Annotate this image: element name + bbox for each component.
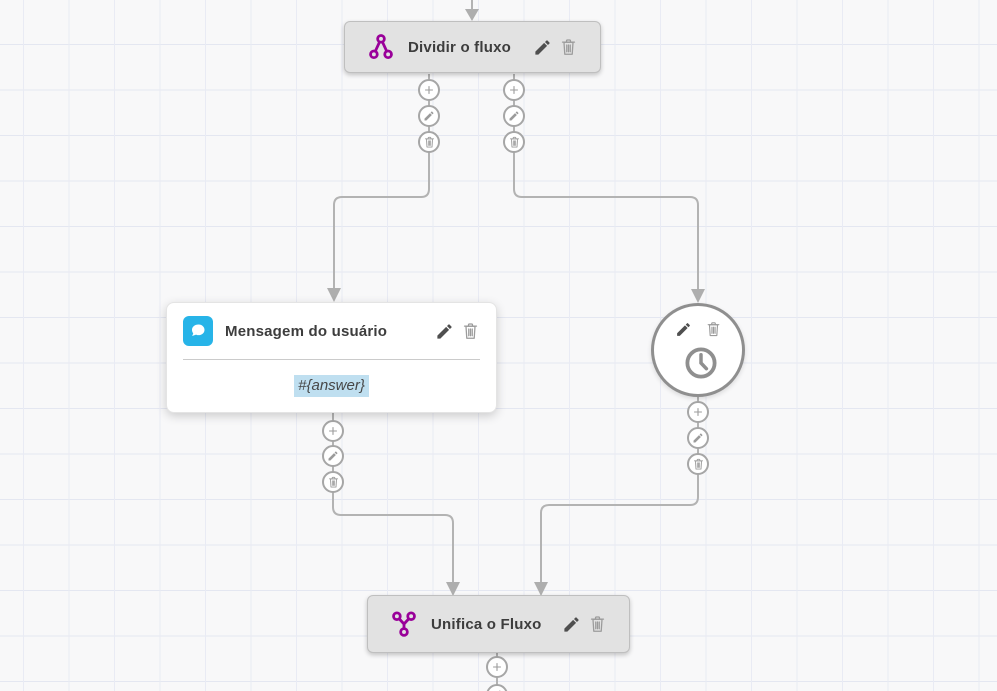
add-step-button[interactable] [503, 79, 525, 101]
merge-flow-icon [390, 610, 418, 638]
node-title: Mensagem do usuário [225, 322, 388, 340]
arrowhead-into-split-node [465, 9, 479, 21]
pencil-icon [692, 432, 704, 444]
node-title: Dividir o fluxo [408, 38, 512, 56]
pencil-icon [508, 110, 520, 122]
connector-timer-to-merge [540, 397, 699, 583]
clock-icon [682, 344, 720, 382]
arrowhead-into-message-node [327, 288, 341, 302]
edit-connector-button[interactable] [322, 445, 344, 467]
trash-icon [559, 38, 578, 57]
delete-node-button[interactable] [558, 37, 578, 57]
delete-node-button[interactable] [460, 321, 480, 341]
trash-icon [692, 458, 705, 471]
node-mensagem-usuario[interactable]: Mensagem do usuário #{answer} [166, 302, 497, 413]
add-step-button[interactable] [322, 420, 344, 442]
trash-icon [423, 136, 436, 149]
message-variable-chip: #{answer} [294, 375, 369, 397]
edit-node-button[interactable] [532, 37, 552, 57]
pencil-icon [562, 615, 581, 634]
node-dividir-fluxo[interactable]: Dividir o fluxo [344, 21, 601, 73]
arrowhead-into-timer-node [691, 289, 705, 303]
trash-icon [327, 476, 340, 489]
trash-icon [461, 322, 480, 341]
arrowhead-left-into-merge-node [446, 582, 460, 596]
node-unifica-fluxo[interactable]: Unifica o Fluxo [367, 595, 630, 653]
edit-connector-button[interactable] [418, 105, 440, 127]
delete-node-button[interactable] [587, 614, 607, 634]
arrowhead-right-into-merge-node [534, 582, 548, 596]
pencil-icon [435, 322, 454, 341]
pencil-icon [533, 38, 552, 57]
plus-icon [508, 84, 520, 96]
trash-icon [588, 615, 607, 634]
plus-icon [423, 84, 435, 96]
chat-bubble-icon [183, 316, 213, 346]
edit-node-button[interactable] [561, 614, 581, 634]
plus-icon [692, 406, 704, 418]
trash-icon [508, 136, 521, 149]
chat-bubble-glyph [188, 321, 208, 341]
card-header: Mensagem do usuário [183, 303, 480, 360]
delete-connector-button[interactable] [322, 471, 344, 493]
pencil-icon [675, 321, 692, 338]
plus-icon [327, 425, 339, 437]
delete-connector-button[interactable] [418, 131, 440, 153]
pencil-icon [423, 110, 435, 122]
edit-node-button[interactable] [434, 321, 454, 341]
delete-connector-button[interactable] [503, 131, 525, 153]
edit-connector-button[interactable] [687, 427, 709, 449]
edit-connector-button[interactable] [486, 684, 508, 691]
node-title: Unifica o Fluxo [431, 615, 542, 633]
connector-message-to-merge [332, 413, 454, 583]
delete-node-button[interactable] [704, 320, 722, 338]
add-step-button[interactable] [486, 656, 508, 678]
connector-split-right-branch [513, 74, 699, 290]
card-body: #{answer} [167, 360, 496, 412]
add-step-button[interactable] [418, 79, 440, 101]
add-step-button[interactable] [687, 401, 709, 423]
timer-actions [654, 320, 742, 338]
delete-connector-button[interactable] [687, 453, 709, 475]
split-flow-icon [367, 33, 395, 61]
pencil-icon [327, 450, 339, 462]
connector-split-left-branch [333, 74, 430, 289]
trash-icon [705, 321, 722, 338]
plus-icon [491, 661, 503, 673]
edit-node-button[interactable] [674, 320, 692, 338]
node-timer[interactable] [651, 303, 745, 397]
edit-connector-button[interactable] [503, 105, 525, 127]
